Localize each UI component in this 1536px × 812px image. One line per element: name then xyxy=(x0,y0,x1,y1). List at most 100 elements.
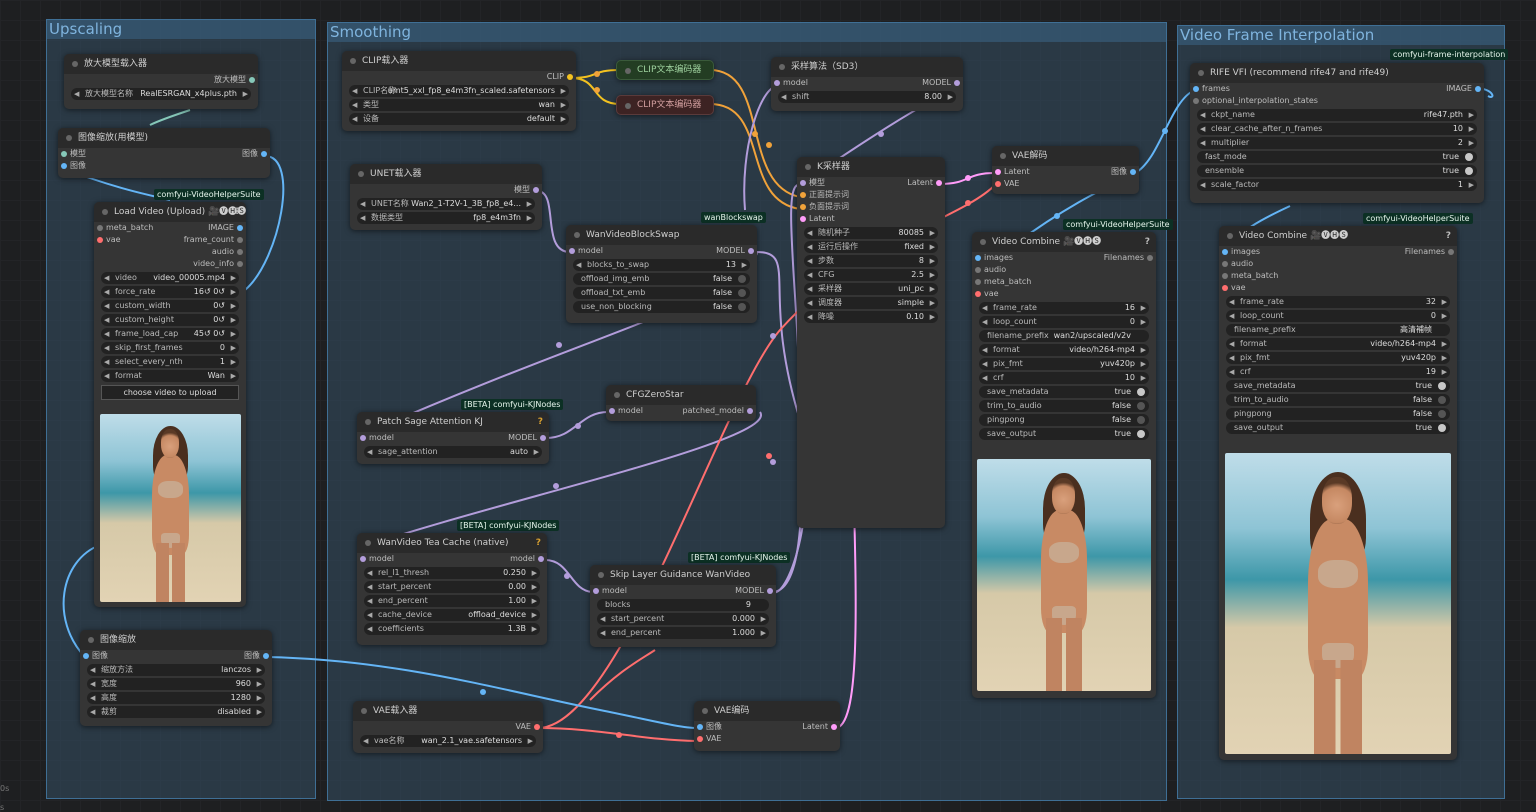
node-title[interactable]: Load Video (Upload) 🎥🅥🅗🅢? xyxy=(94,202,246,222)
node-unet-loader[interactable]: UNET载入器 模型 UNET名称Wan2_1-T2V-1_3B_fp8_e4.… xyxy=(350,164,542,230)
node-rife-vfi[interactable]: RIFE VFI (recommend rife47 and rife49) f… xyxy=(1190,63,1484,203)
input-slot[interactable] xyxy=(61,151,67,157)
input-slot[interactable] xyxy=(800,204,806,210)
node-clip-loader[interactable]: CLIP载入器 CLIP CLIP名称umt5_xxl_fp8_e4m3fn_s… xyxy=(342,51,576,131)
output-slot[interactable] xyxy=(1147,255,1153,261)
node-title[interactable]: CLIP载入器 xyxy=(342,51,576,71)
input-slot[interactable] xyxy=(774,80,780,86)
input-slot[interactable] xyxy=(360,556,366,562)
input-slot[interactable] xyxy=(800,180,806,186)
node-title[interactable]: CLIP文本编码器 xyxy=(617,61,713,79)
output-slot[interactable] xyxy=(831,724,837,730)
widget-clip-name[interactable]: CLIP名称umt5_xxl_fp8_e4m3fn_scaled.safeten… xyxy=(349,85,569,97)
node-title[interactable]: 放大模型载入器 xyxy=(64,54,258,74)
input-slot[interactable] xyxy=(61,163,67,169)
node-image-upscale-with-model[interactable]: 图像缩放(用模型) 模型图像 图像 xyxy=(58,128,270,178)
input-slot[interactable] xyxy=(569,248,575,254)
input-slot[interactable] xyxy=(995,169,1001,175)
input-slot[interactable] xyxy=(995,181,1001,187)
input-slot[interactable] xyxy=(1222,249,1228,255)
input-slot[interactable] xyxy=(609,408,615,414)
help-icon[interactable]: ? xyxy=(234,207,240,217)
output-slot[interactable] xyxy=(767,588,773,594)
node-title[interactable]: RIFE VFI (recommend rife47 and rife49) xyxy=(1190,63,1484,83)
help-icon[interactable]: ? xyxy=(535,538,541,548)
node-title[interactable]: UNET载入器 xyxy=(350,164,542,184)
help-icon[interactable]: ? xyxy=(537,417,543,427)
node-title[interactable]: Skip Layer Guidance WanVideo xyxy=(590,565,776,585)
node-title[interactable]: Video Combine 🎥🅥🅗🅢? xyxy=(1219,226,1457,246)
input-slot[interactable] xyxy=(1222,273,1228,279)
output-slot[interactable] xyxy=(237,261,243,267)
output-slot[interactable] xyxy=(1448,249,1454,255)
input-slot[interactable] xyxy=(975,255,981,261)
output-slot[interactable] xyxy=(534,724,540,730)
node-title[interactable]: K采样器 xyxy=(797,157,945,177)
input-slot[interactable] xyxy=(1222,261,1228,267)
output-slot[interactable] xyxy=(263,653,269,659)
input-slot[interactable] xyxy=(697,724,703,730)
output-slot[interactable] xyxy=(936,180,942,186)
output-slot[interactable] xyxy=(249,77,255,83)
output-slot[interactable] xyxy=(237,249,243,255)
node-title[interactable]: 图像缩放 xyxy=(80,630,272,650)
input-slot[interactable] xyxy=(1193,98,1199,104)
node-title[interactable]: CFGZeroStar xyxy=(606,385,756,405)
choose-video-button[interactable]: choose video to upload xyxy=(101,385,239,400)
widget-steps[interactable]: 步数8 xyxy=(804,255,938,267)
input-slot[interactable] xyxy=(593,588,599,594)
output-slot[interactable] xyxy=(747,408,753,414)
output-slot[interactable] xyxy=(1130,169,1136,175)
help-icon[interactable]: ? xyxy=(1445,231,1451,241)
output-slot[interactable] xyxy=(567,74,573,80)
node-title[interactable]: 图像缩放(用模型) xyxy=(58,128,270,148)
node-title[interactable]: WanVideo Tea Cache (native)? xyxy=(357,533,547,553)
